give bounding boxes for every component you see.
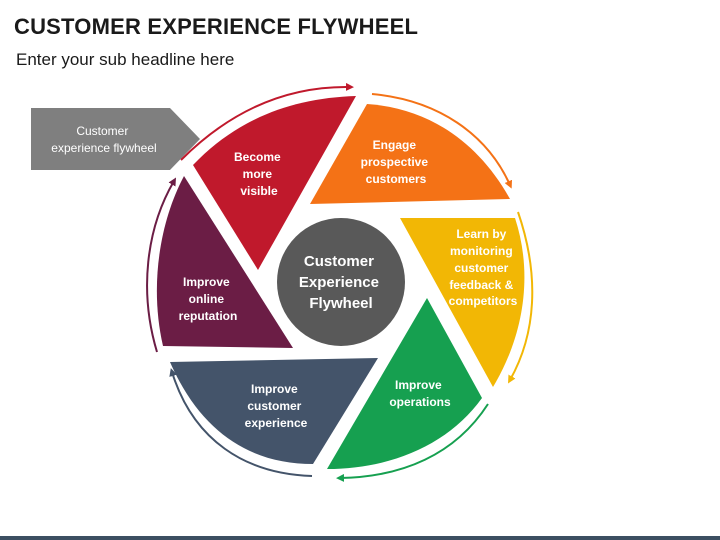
svg-text:Improve customer e: Improve customer experience bbox=[245, 382, 308, 430]
segment-become-more-visible-shape bbox=[193, 96, 356, 270]
segment-learn-by-monitoring: Learn by monitoring customer feedback & … bbox=[400, 211, 534, 387]
segment-improve-operations: Improve operations bbox=[327, 298, 489, 482]
center-hub-circle bbox=[277, 218, 405, 346]
segment-improve-reputation-label-2: online bbox=[189, 292, 225, 306]
segment-improve-operations-shape bbox=[327, 298, 482, 469]
segment-learn-label-3: customer bbox=[454, 261, 508, 275]
segment-learn-by-monitoring-shape bbox=[400, 218, 525, 387]
segment-improve-online-reputation-shape bbox=[156, 176, 293, 348]
callout-label-line-2: experience flywheel bbox=[51, 141, 156, 155]
segment-engage-label-3: customers bbox=[366, 172, 427, 186]
segment-improve-operations-label-1: Improve bbox=[395, 378, 442, 392]
page-subtitle: Enter your sub headline here bbox=[16, 50, 235, 69]
segment-improve-customer-experience-arrow bbox=[169, 368, 313, 477]
segment-improve-customer-experience: Improve customer experience bbox=[169, 358, 378, 477]
segment-improve-reputation-label-3: reputation bbox=[179, 309, 238, 323]
segment-engage-label-1: Engage bbox=[373, 138, 417, 152]
segment-learn-label-5: competitors bbox=[449, 294, 518, 308]
segment-engage-label-2: prospective bbox=[361, 155, 429, 169]
svg-text:Engage prospective: Engage prospective customers bbox=[361, 138, 432, 186]
segment-learn-label-1: Learn by bbox=[456, 227, 506, 241]
segment-become-more-visible-label-2: more bbox=[243, 167, 273, 181]
segment-improve-online-reputation-arrow bbox=[146, 177, 177, 353]
callout-arrow: Customer experience flywheel bbox=[31, 108, 200, 170]
page-title: CUSTOMER EXPERIENCE FLYWHEEL bbox=[14, 14, 419, 39]
svg-text:Customer Experience: Customer Experience Flywheel bbox=[299, 253, 383, 312]
segment-improve-cx-label-3: experience bbox=[245, 416, 308, 430]
segment-become-more-visible-label-3: visible bbox=[240, 184, 278, 198]
svg-text:Improve online rep: Improve online reputation bbox=[179, 275, 238, 323]
svg-text:Become more visibl: Become more visible bbox=[234, 150, 284, 198]
segment-improve-cx-label-1: Improve bbox=[251, 382, 298, 396]
callout-label-line-1: Customer bbox=[76, 124, 128, 138]
segment-engage-prospective-customers-arrow bbox=[371, 93, 512, 189]
segment-improve-operations-label-2: operations bbox=[389, 395, 451, 409]
segment-engage-prospective-customers-shape bbox=[310, 104, 510, 204]
segment-become-more-visible-arrow bbox=[180, 82, 354, 161]
segment-improve-customer-experience-shape bbox=[170, 358, 378, 464]
segment-learn-label-2: monitoring bbox=[450, 244, 513, 258]
segment-become-more-visible: Become more visible bbox=[180, 82, 356, 270]
callout-arrow-shape bbox=[31, 108, 200, 170]
svg-text:Customer experience flyw: Customer experience flywheel bbox=[51, 124, 156, 155]
segment-become-more-visible-label-1: Become bbox=[234, 150, 281, 164]
svg-text:Learn by monitoring: Learn by monitoring customer feedback & … bbox=[449, 227, 518, 308]
segment-improve-cx-label-2: customer bbox=[247, 399, 301, 413]
segment-learn-label-4: feedback & bbox=[449, 278, 513, 292]
center-label-line-1: Customer bbox=[304, 253, 374, 270]
segment-improve-online-reputation: Improve online reputation bbox=[146, 176, 293, 353]
segment-improve-reputation-label-1: Improve bbox=[183, 275, 230, 289]
segment-engage-prospective-customers: Engage prospective customers bbox=[310, 93, 512, 204]
svg-text:Improve operations: Improve operations bbox=[389, 378, 451, 409]
footer-bar bbox=[0, 536, 720, 540]
center-hub: Customer Experience Flywheel bbox=[277, 218, 405, 346]
center-label-line-3: Flywheel bbox=[309, 295, 372, 312]
segment-improve-operations-arrow bbox=[336, 403, 489, 482]
center-label-line-2: Experience bbox=[299, 274, 379, 291]
segment-learn-by-monitoring-arrow bbox=[508, 211, 534, 384]
